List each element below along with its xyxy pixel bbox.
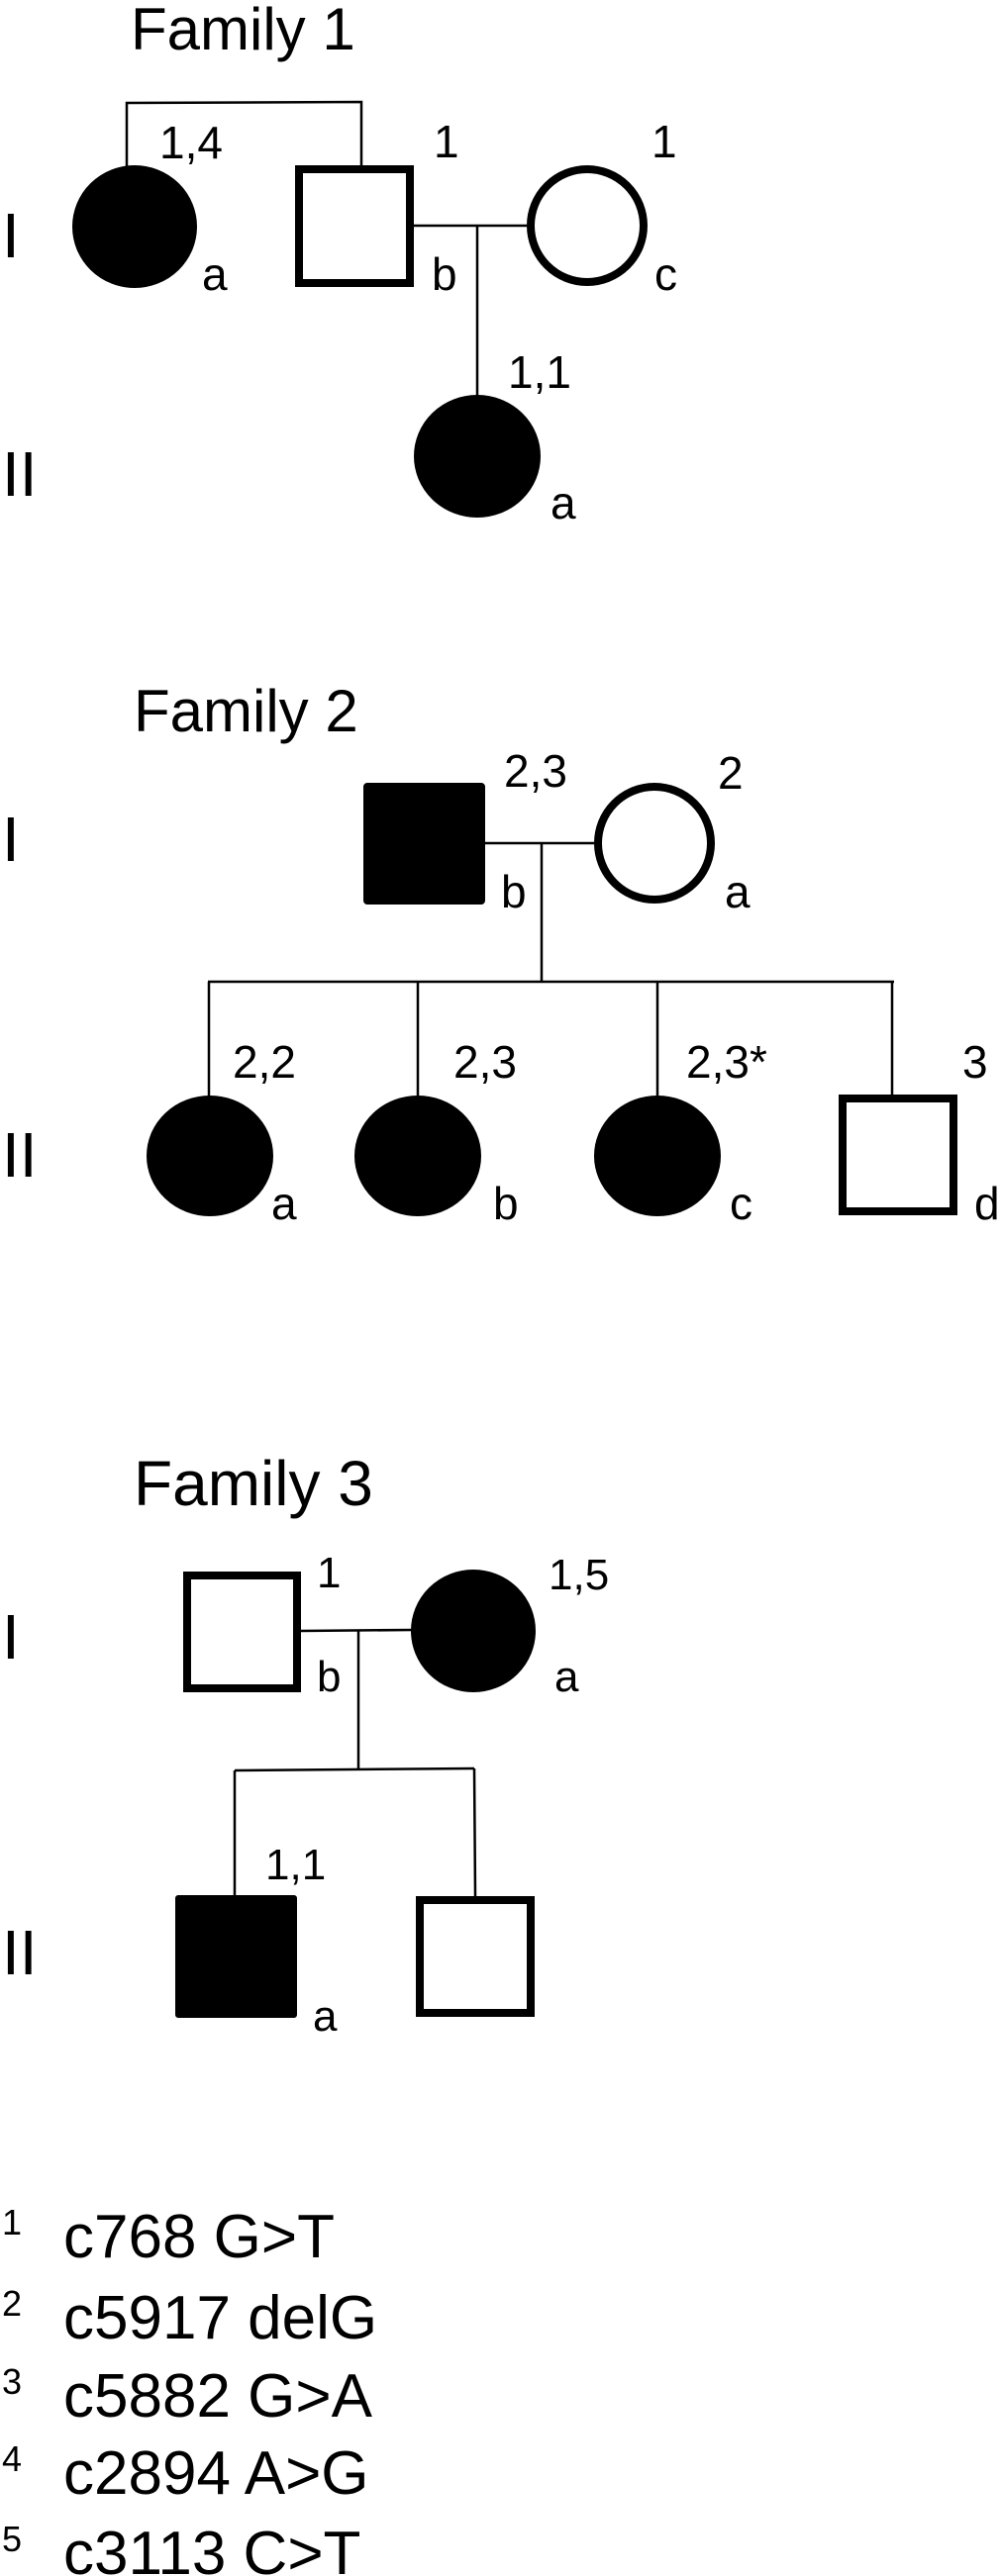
unaffected-male-symbol [416,1896,535,2017]
legend-text: c768 G>T [63,2203,335,2271]
unaffected-female-symbol [527,165,648,286]
legend-number: 1 [2,2202,22,2242]
affected-male-symbol [363,783,485,905]
unaffected-male-symbol [839,1095,957,1215]
variant-label: 1 [651,116,677,167]
child-line [472,1767,477,1897]
individual-letter: a [202,248,228,300]
individual-letter: a [551,477,576,528]
legend-number: 2 [2,2283,22,2324]
variant-label: 2,2 [233,1036,296,1088]
variant-label: 1,1 [265,1841,326,1889]
unaffected-female-symbol [594,783,715,904]
individual-letter: b [493,1178,519,1229]
affected-female-symbol [147,1096,273,1216]
affected-male-symbol [175,1895,297,2018]
individual-letter: a [554,1653,579,1701]
affected-female-symbol [72,165,197,288]
variant-legend: 1 c768 G>T 2 c5917 delG 3 c5882 G>A 4 c2… [2,2202,377,2576]
family-title: Family 1 [131,0,355,62]
individual-letter: d [974,1178,1000,1229]
variant-label: 2,3 [453,1036,517,1088]
generation-label: II [2,438,38,510]
affected-female-symbol [594,1096,721,1216]
affected-female-symbol [354,1096,481,1216]
affected-female-symbol [414,395,541,518]
legend-text: c5917 delG [63,2284,377,2352]
generation-label: II [2,1119,38,1191]
family-title: Family 2 [134,678,358,744]
sibship-line [234,1766,475,1772]
legend-text: c3113 C>T [63,2520,360,2576]
affected-female-symbol [411,1570,536,1692]
variant-label: 1 [434,116,459,167]
unaffected-male-symbol [183,1572,301,1692]
variant-label: 2,3* [686,1036,767,1088]
family-3: Family 3 I II 1 b 1,5 a 1,1 a [2,1448,609,2041]
variant-label: 2,3 [504,745,567,797]
generation-label: I [2,1601,20,1672]
legend-text: c2894 A>G [63,2439,369,2508]
variant-label: 1,1 [508,346,571,398]
individual-letter: a [271,1178,297,1229]
consanguinity-line [125,100,363,166]
variant-label: 1,5 [549,1551,609,1599]
variant-label: 1,4 [159,117,223,168]
individual-letter: c [730,1178,752,1229]
generation-label: I [2,200,20,271]
variant-label: 2 [718,747,744,799]
legend-text: c5882 G>A [63,2362,373,2431]
legend-number: 4 [2,2438,22,2479]
marriage-line [300,1628,413,1633]
individual-letter: a [313,1992,338,2041]
individual-letter: b [501,866,527,917]
legend-number: 3 [2,2361,22,2402]
individual-letter: b [432,248,457,300]
variant-label: 1 [317,1549,341,1597]
unaffected-male-symbol [295,165,414,287]
legend-number: 5 [2,2519,22,2559]
individual-letter: c [654,248,677,300]
generation-label: I [2,804,20,875]
generation-label: II [2,1917,38,1988]
individual-letter: b [317,1653,341,1701]
variant-label: 3 [962,1036,988,1088]
family-1: Family 1 I II 1,4 a 1 b 1 c 1,1 a [2,0,677,528]
family-2: Family 2 I II 2,3 b 2 a 2,2 a 2,3 b 2,3*… [2,678,1000,1229]
individual-letter: a [725,866,751,917]
family-title: Family 3 [134,1448,373,1519]
